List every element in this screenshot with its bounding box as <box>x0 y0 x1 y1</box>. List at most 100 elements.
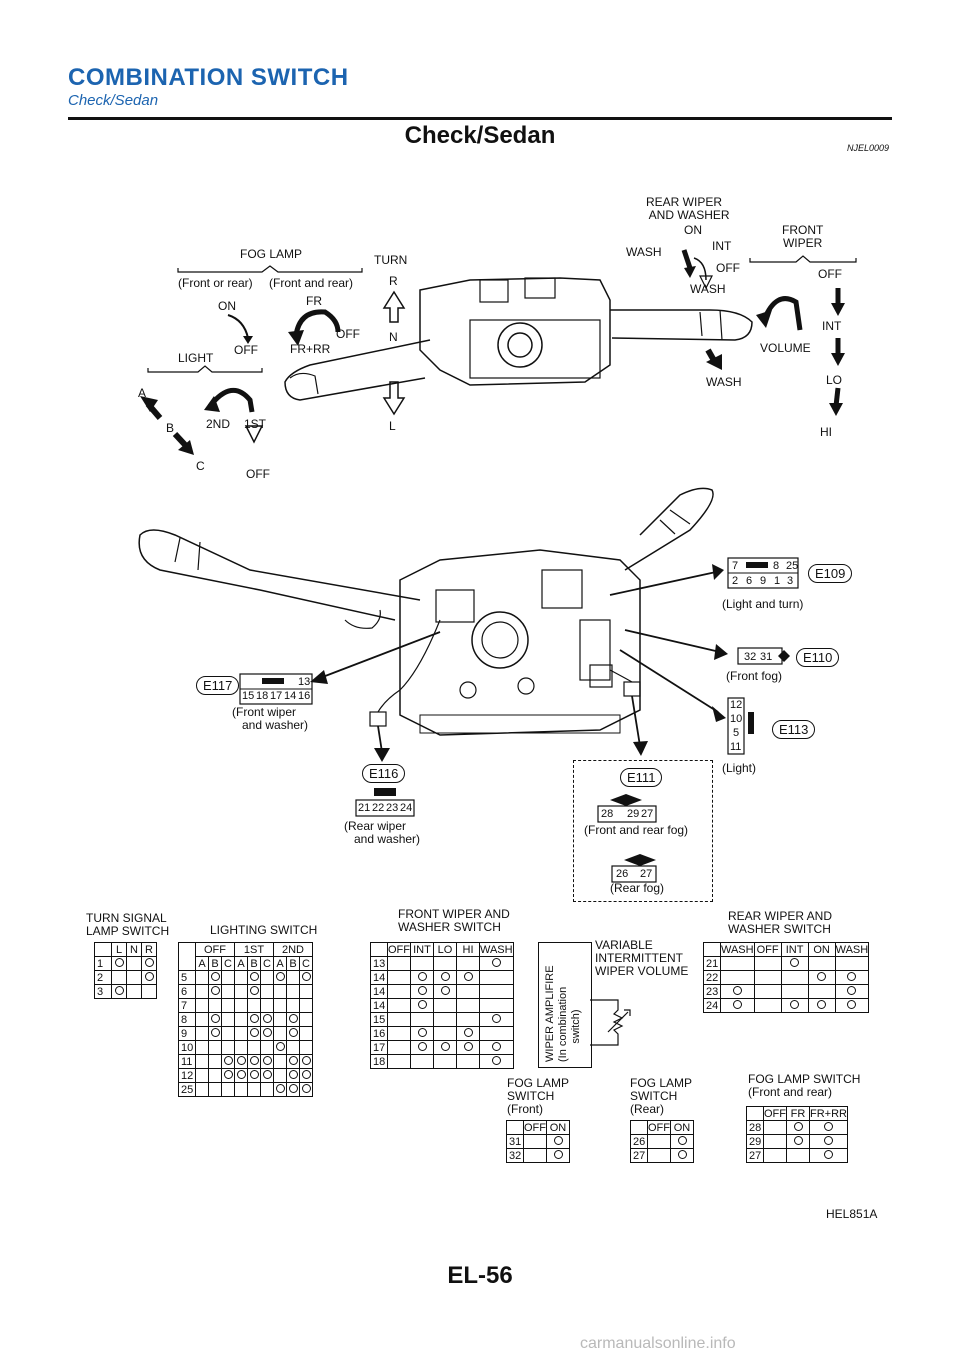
table-row: 16 <box>370 1026 514 1041</box>
table-header: A <box>273 956 287 971</box>
continuity-cell <box>720 956 755 971</box>
table-row: 23 <box>703 984 870 999</box>
pin-number: 26 <box>630 1134 648 1149</box>
continuity-cell <box>387 956 411 971</box>
table-header: B <box>247 956 261 971</box>
continuity-cell <box>195 998 209 1013</box>
continuity-cell <box>299 998 313 1013</box>
continuity-dot <box>491 1013 501 1023</box>
connector-e116-caption: (Rear wiper and washer) <box>344 819 421 846</box>
continuity-cell <box>286 998 300 1013</box>
label-light: LIGHT <box>178 351 214 365</box>
continuity-cell <box>807 970 836 985</box>
continuity-dot <box>732 999 742 1009</box>
pin-number: 11 <box>178 1054 196 1069</box>
continuity-cell <box>221 1040 235 1055</box>
connector-e113-caption: (Light) <box>722 761 757 775</box>
table-row: 11 <box>178 1054 313 1069</box>
continuity-cell <box>234 970 248 985</box>
header-rule <box>68 117 892 120</box>
table-row: 2 <box>94 970 157 985</box>
table-row: 7 <box>178 998 313 1013</box>
continuity-cell <box>834 984 870 999</box>
continuity-cell <box>111 970 127 985</box>
continuity-dot <box>463 1027 473 1037</box>
continuity-cell <box>809 1120 848 1135</box>
pin-number: 7 <box>178 998 196 1013</box>
continuity-dot <box>210 971 220 981</box>
continuity-dot <box>553 1135 563 1145</box>
pin-number: 25 <box>178 1082 196 1097</box>
continuity-dot <box>249 1069 259 1079</box>
continuity-dot <box>210 1027 220 1037</box>
continuity-cell <box>234 1054 248 1069</box>
connector-e117-caption: (Front wiper and washer) <box>232 705 309 732</box>
e117-pin-14: 14 <box>284 690 297 702</box>
continuity-cell <box>260 998 274 1013</box>
continuity-cell <box>260 1068 274 1083</box>
table-row: 1 <box>94 956 157 971</box>
label-on-rear: ON <box>684 223 702 237</box>
table-header: OFF <box>763 1106 787 1121</box>
continuity-cell <box>433 970 457 985</box>
e111-pin-26: 26 <box>616 868 629 880</box>
continuity-dot <box>823 1135 833 1145</box>
continuity-dot <box>144 971 154 981</box>
pin-number: 9 <box>178 1026 196 1041</box>
table-row: 14 <box>370 984 514 999</box>
page-header-title: COMBINATION SWITCH <box>68 64 349 91</box>
table-header: HI <box>456 942 480 957</box>
e113-pin-5: 5 <box>733 727 740 739</box>
table-corner <box>703 942 721 957</box>
connector-e110: E110 <box>796 648 840 667</box>
continuity-cell <box>780 970 809 985</box>
continuity-cell <box>387 970 411 985</box>
continuity-cell <box>753 956 782 971</box>
continuity-dot <box>732 985 742 995</box>
continuity-cell <box>247 984 261 999</box>
pin-number: 8 <box>178 1012 196 1027</box>
e109-pin-8: 8 <box>773 560 780 572</box>
continuity-dot <box>793 1135 803 1145</box>
continuity-cell <box>234 984 248 999</box>
e113-pin-11: 11 <box>730 741 742 753</box>
label-off-fr: OFF <box>336 327 360 341</box>
continuity-cell <box>387 1012 411 1027</box>
continuity-dot <box>262 1055 272 1065</box>
table-header: R <box>141 942 157 957</box>
table-header: OFF <box>387 942 411 957</box>
e111-pin-28: 28 <box>601 808 614 820</box>
continuity-cell <box>807 998 836 1013</box>
pin-number: 6 <box>178 984 196 999</box>
table-header: WASH <box>479 942 514 957</box>
continuity-cell <box>753 984 782 999</box>
label-off-rear: OFF <box>716 261 740 275</box>
e113-pin-10: 10 <box>730 713 743 725</box>
table-corner <box>94 942 112 957</box>
table-header: C <box>299 956 313 971</box>
continuity-cell <box>410 1054 434 1069</box>
continuity-cell <box>479 956 514 971</box>
label-int-rear: INT <box>712 239 732 253</box>
continuity-cell <box>247 970 261 985</box>
wiper-amplifier-box <box>538 942 592 1068</box>
continuity-cell <box>221 998 235 1013</box>
table-header: B <box>208 956 222 971</box>
continuity-cell <box>387 1054 411 1069</box>
table-row: 14 <box>370 998 514 1013</box>
table-header: ON <box>670 1120 694 1135</box>
continuity-cell <box>260 1026 274 1041</box>
table-header: L <box>111 942 127 957</box>
label-off-front: OFF <box>818 267 842 281</box>
continuity-cell <box>260 1012 274 1027</box>
continuity-cell <box>195 970 209 985</box>
continuity-cell <box>456 970 480 985</box>
pin-number: 22 <box>703 970 721 985</box>
continuity-dot <box>144 957 154 967</box>
continuity-dot <box>790 957 800 967</box>
label-n: N <box>389 330 398 344</box>
continuity-cell <box>780 956 809 971</box>
connector-e111: E111 <box>620 768 663 787</box>
continuity-cell <box>141 984 157 999</box>
